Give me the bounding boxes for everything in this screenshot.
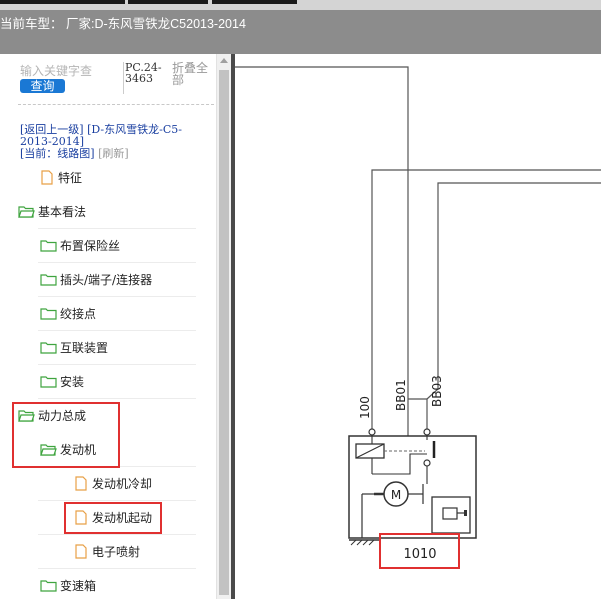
current-model-title: 当前车型： 厂家:D-东风雪铁龙C52013-2014 <box>0 17 246 31</box>
window-top-strip <box>0 0 601 10</box>
tree-item-features[interactable]: 特征 <box>38 160 82 194</box>
page-header: 当前车型： 厂家:D-东风雪铁龙C52013-2014 <box>0 10 601 54</box>
folder-open-icon <box>18 205 35 218</box>
folder-icon <box>40 341 57 354</box>
solenoid-icon <box>442 507 458 520</box>
wire-label-bb01: BB01 <box>394 379 408 411</box>
folder-open-icon <box>40 443 57 456</box>
scroll-up-icon[interactable] <box>220 58 228 63</box>
tree-item-label: 绞接点 <box>60 306 97 321</box>
tree-item-install[interactable]: 安装 <box>40 364 84 398</box>
wiring-diagram-canvas: M 100 BB01 BB03 1010 <box>235 66 601 569</box>
tree-item-label: 插头/端子/连接器 <box>60 272 153 287</box>
tree-item-label: 发动机冷却 <box>92 476 153 491</box>
file-icon <box>41 169 53 185</box>
wire-label-100: 100 <box>358 396 372 419</box>
file-icon <box>75 509 87 525</box>
tree-item-label: 发动机 <box>60 442 97 457</box>
tree-item-interconnect[interactable]: 互联装置 <box>40 330 108 364</box>
highlight-box-powertrain-engine <box>12 402 120 468</box>
row-divider <box>38 296 196 297</box>
tree-item-label: 变速箱 <box>60 578 97 593</box>
tree-item-fuel-injection[interactable]: 电子喷射 <box>72 534 140 568</box>
highlight-box-engine-start <box>64 502 162 534</box>
tree-item-label: 布置保险丝 <box>60 238 121 253</box>
folder-icon <box>40 375 57 388</box>
collapse-all-button[interactable]: 折叠全部 <box>172 61 209 87</box>
wire-path-100 <box>235 66 409 444</box>
tree-item-label: 发动机起动 <box>92 510 153 525</box>
separator <box>123 62 124 94</box>
current-location: [当前：线路图] <box>20 147 95 160</box>
row-divider <box>38 330 196 331</box>
tree-item-connectors[interactable]: 插头/端子/连接器 <box>40 262 152 296</box>
top-tab-3[interactable] <box>212 0 297 4</box>
wire-label-bb03: BB03 <box>430 375 444 407</box>
row-divider <box>38 228 196 229</box>
wiring-diagram: M 100 BB01 BB03 1010 <box>235 54 601 599</box>
tree-item-splice[interactable]: 绞接点 <box>40 296 96 330</box>
folder-icon <box>40 239 57 252</box>
wire-path-bb03 <box>426 182 601 400</box>
tree-item-label: 动力总成 <box>38 408 87 423</box>
top-tab-1[interactable] <box>0 0 125 4</box>
tree-item-engine[interactable]: 发动机 <box>40 432 96 466</box>
row-divider <box>38 500 196 501</box>
back-link[interactable]: [返回上一级] <box>20 123 84 136</box>
tree-item-basic[interactable]: 基本看法 <box>18 194 86 228</box>
sidebar: 查询 PC.24-3463 折叠全部 [返回上一级] [D-东风雪铁龙-C5-2… <box>0 54 216 599</box>
row-divider <box>38 568 196 569</box>
folder-icon <box>40 307 57 320</box>
tree-item-label: 互联装置 <box>60 340 109 355</box>
sidebar-scrollbar[interactable] <box>216 54 231 599</box>
motor-label: M <box>391 488 401 502</box>
model-link: [D-东风雪铁龙-C5-2013-2014] <box>20 123 182 148</box>
wire-path-bb01 <box>371 169 601 423</box>
row-divider <box>38 262 196 263</box>
query-button[interactable]: 查询 <box>20 79 65 93</box>
dashed-divider <box>18 104 214 105</box>
component-number-label: 1010 <box>403 547 436 562</box>
scrollbar-thumb[interactable] <box>219 70 229 595</box>
tree-item-label: 电子喷射 <box>92 544 141 559</box>
highlight-box-component-1010 <box>379 533 460 569</box>
folder-open-icon <box>18 409 35 422</box>
folder-icon <box>40 273 57 286</box>
breadcrumb: [返回上一级] [D-东风雪铁龙-C5-2013-2014] [当前：线路图] … <box>20 124 212 160</box>
row-divider <box>38 364 196 365</box>
tree-item-label: 基本看法 <box>38 204 87 219</box>
tree-item-fuse-layout[interactable]: 布置保险丝 <box>40 228 120 262</box>
tree-item-label: 特征 <box>58 170 83 185</box>
pane-divider[interactable] <box>231 54 235 599</box>
file-icon <box>75 475 87 491</box>
refresh-link[interactable]: [刷新] <box>98 147 129 160</box>
pc-code-label: PC.24-3463 <box>125 61 162 85</box>
search-input[interactable] <box>20 64 120 78</box>
tree-item-powertrain[interactable]: 动力总成 <box>18 398 86 432</box>
folder-icon <box>40 579 57 592</box>
top-tab-2[interactable] <box>128 0 208 4</box>
file-icon <box>75 543 87 559</box>
tree-item-gearbox[interactable]: 变速箱 <box>40 568 96 599</box>
tree-item-label: 安装 <box>60 374 85 389</box>
tree-item-engine-start[interactable]: 发动机起动 <box>72 500 152 534</box>
row-divider <box>38 398 196 399</box>
tree-item-engine-cooling[interactable]: 发动机冷却 <box>72 466 152 500</box>
row-divider <box>38 534 196 535</box>
